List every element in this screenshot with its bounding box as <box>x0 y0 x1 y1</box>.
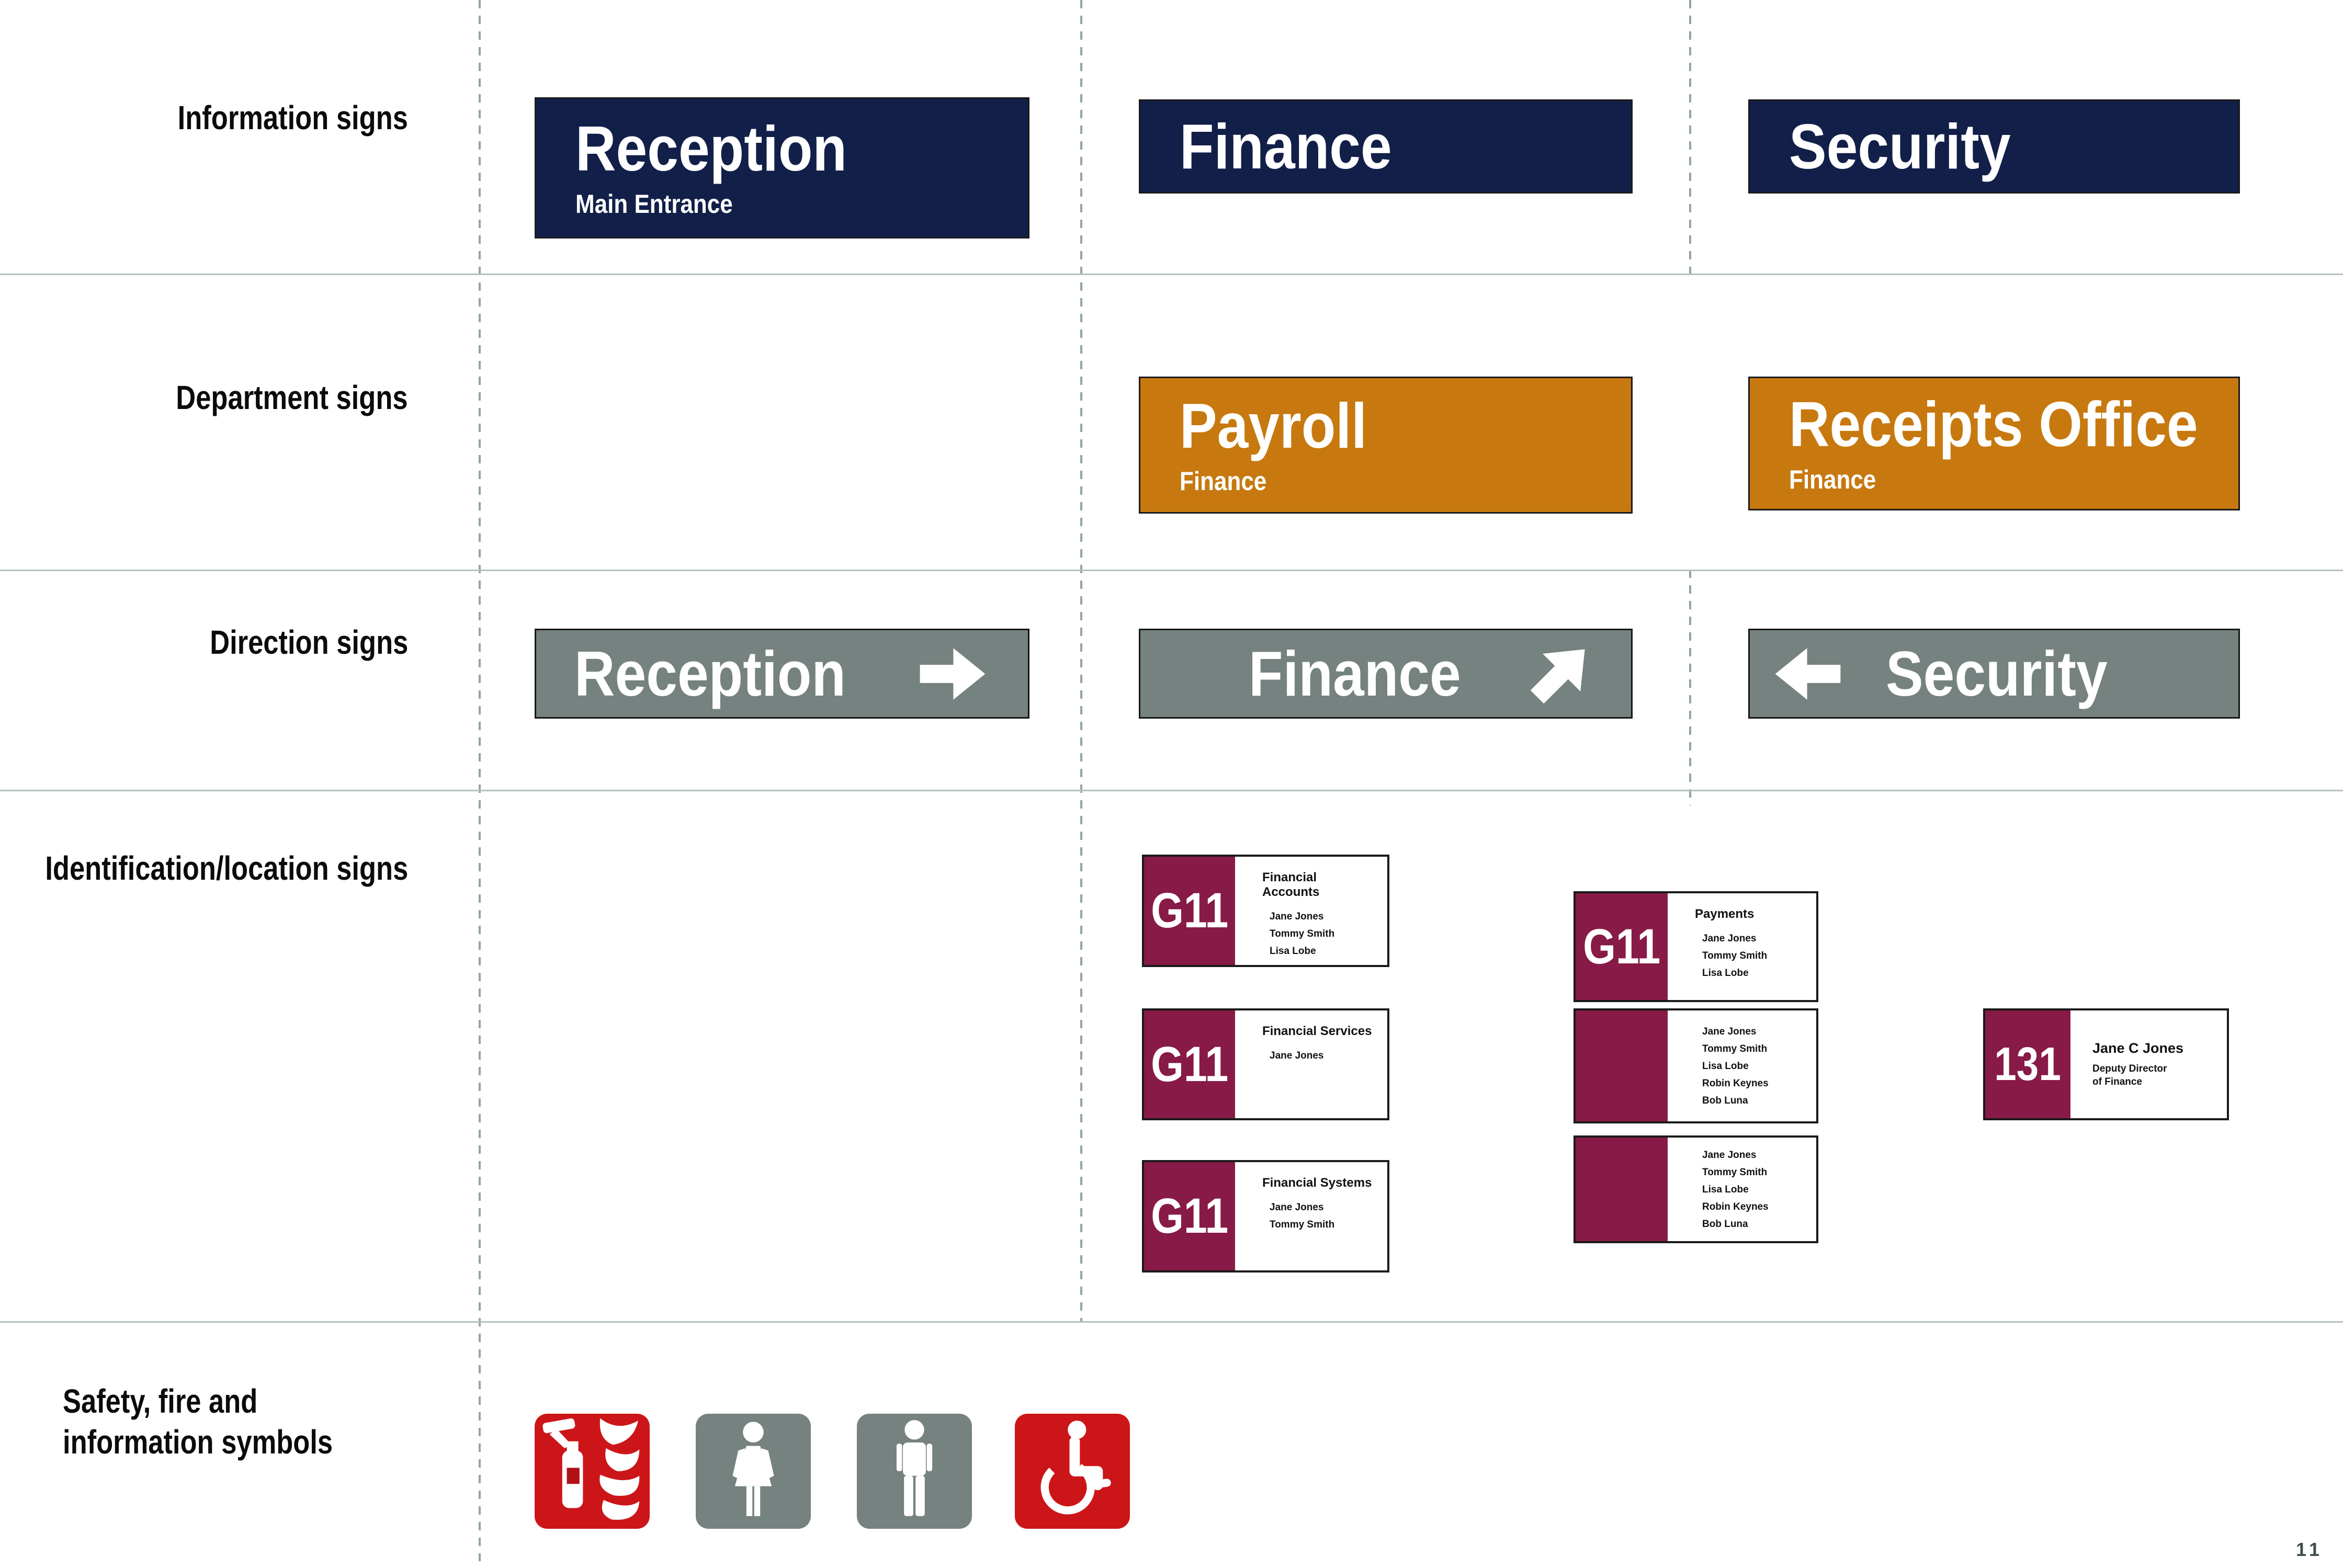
sign-title: Payroll <box>1180 390 1367 461</box>
occupant-names: Jane Jones Tommy Smith <box>1270 1202 1335 1230</box>
id-sign-panel: Jane C Jones Deputy Director of Finance <box>2070 1010 2227 1118</box>
wheelchair-access-icon <box>1015 1414 1130 1529</box>
direction-sign-security: Security <box>1748 629 2240 719</box>
room-number: G11 <box>1144 1162 1235 1270</box>
id-sign-payments: G11 Payments Jane Jones Tommy Smith Lisa… <box>1574 891 1818 1002</box>
arrow-right-icon <box>920 647 986 700</box>
occupant-names: Jane Jones Tommy Smith Lisa Lobe <box>1270 911 1335 957</box>
info-sign-reception: Reception Main Entrance <box>535 97 1029 238</box>
sign-title: Reception <box>575 113 847 184</box>
male-toilet-icon <box>857 1414 972 1529</box>
room-number-blank <box>1576 1138 1668 1241</box>
id-sign-panel: Payments Jane Jones Tommy Smith Lisa Lob… <box>1668 893 1816 1000</box>
department-sign-payroll: Payroll Finance <box>1139 377 1633 514</box>
direction-sign-finance: Finance <box>1139 629 1633 719</box>
id-sign-blank-names-2: Jane Jones Tommy Smith Lisa Lobe Robin K… <box>1574 1135 1818 1243</box>
sign-title: Security <box>1789 111 2011 182</box>
row-label-information-signs: Information signs <box>177 99 408 137</box>
page-number: 11 <box>2295 1539 2323 1560</box>
female-toilet-icon <box>696 1414 811 1529</box>
room-number: G11 <box>1144 1010 1235 1118</box>
arrow-up-right-icon <box>1530 649 1585 704</box>
department-sign-receipts-office: Receipts Office Finance <box>1748 377 2240 510</box>
id-sign-panel: Financial Systems Jane Jones Tommy Smith <box>1235 1162 1387 1270</box>
sign-title: Receipts Office <box>1789 389 2198 460</box>
sign-subtitle: Finance <box>1180 467 1267 496</box>
arrow-left-icon <box>1775 647 1841 700</box>
sign-subtitle: Main Entrance <box>575 189 733 219</box>
id-sign-financial-systems: G11 Financial Systems Jane Jones Tommy S… <box>1142 1160 1389 1272</box>
row-divider-2 <box>0 570 2343 571</box>
sign-title: Finance <box>1180 111 1392 182</box>
fire-extinguisher-icon <box>535 1414 650 1529</box>
room-number-blank <box>1576 1010 1668 1121</box>
id-sign-financial-services: G11 Financial Services Jane Jones <box>1142 1008 1389 1120</box>
sign-title: Security <box>1886 638 2108 709</box>
sign-title: Reception <box>574 638 846 709</box>
id-sign-financial-accounts: G11 Financial Accounts Jane Jones Tommy … <box>1142 855 1389 967</box>
id-sign-panel: Financial Services Jane Jones <box>1235 1010 1387 1118</box>
direction-sign-reception: Reception <box>535 629 1029 719</box>
id-sign-panel: Financial Accounts Jane Jones Tommy Smit… <box>1235 857 1387 965</box>
id-sign-title: Financial Services <box>1262 1024 1372 1038</box>
id-sign-panel: Jane Jones Tommy Smith Lisa Lobe Robin K… <box>1668 1010 1816 1121</box>
room-number: G11 <box>1144 857 1235 965</box>
row-label-identification-signs: Identification/location signs <box>45 849 408 887</box>
row-divider-1 <box>0 274 2343 275</box>
row-divider-3 <box>0 790 2343 791</box>
occupant-role: Deputy Director of Finance <box>2092 1063 2167 1087</box>
dashed-guide-line-1 <box>479 0 481 1561</box>
row-label-department-signs: Department signs <box>176 379 408 416</box>
room-number: G11 <box>1576 893 1668 1000</box>
id-sign-title: Payments <box>1695 907 1755 921</box>
row-label-direction-signs: Direction signs <box>209 623 408 661</box>
id-sign-room-131: 131 Jane C Jones Deputy Director of Fina… <box>1983 1008 2229 1120</box>
info-sign-finance: Finance <box>1139 99 1633 194</box>
room-number: 131 <box>1985 1010 2070 1118</box>
dashed-guide-line-2 <box>1080 0 1082 1321</box>
sign-subtitle: Finance <box>1789 465 1876 494</box>
dashed-guide-line-3b <box>1689 570 1691 805</box>
occupant-names: Jane Jones Tommy Smith Lisa Lobe Robin K… <box>1702 1026 1769 1106</box>
sign-title: Finance <box>1248 638 1461 709</box>
row-label-safety-symbols: Safety, fire and information symbols <box>63 1382 333 1461</box>
id-sign-panel: Jane Jones Tommy Smith Lisa Lobe Robin K… <box>1668 1138 1816 1241</box>
occupant-name: Jane C Jones <box>2092 1040 2184 1056</box>
id-sign-title: Financial Systems <box>1262 1176 1372 1190</box>
dashed-guide-line-3a <box>1689 0 1691 274</box>
occupant-names: Jane Jones Tommy Smith Lisa Lobe <box>1702 933 1768 979</box>
info-sign-security: Security <box>1748 99 2240 194</box>
id-sign-title: Financial Accounts <box>1262 870 1320 899</box>
row-divider-4 <box>0 1321 2343 1323</box>
id-sign-blank-names-1: Jane Jones Tommy Smith Lisa Lobe Robin K… <box>1574 1008 1818 1123</box>
occupant-names: Jane Jones Tommy Smith Lisa Lobe Robin K… <box>1702 1149 1769 1230</box>
occupant-names: Jane Jones <box>1270 1050 1324 1061</box>
